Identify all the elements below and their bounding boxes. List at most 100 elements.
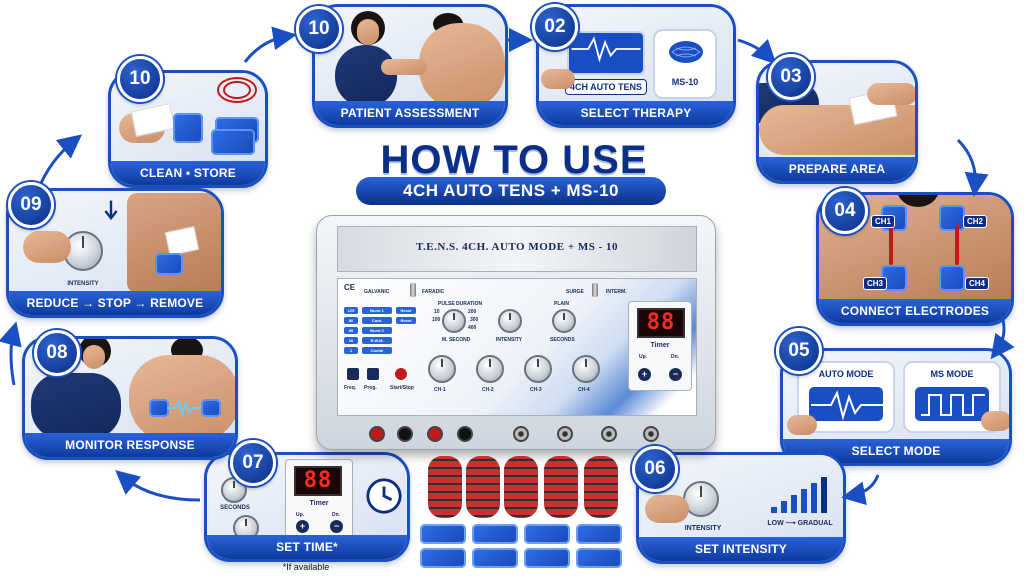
start-stop-button[interactable] (394, 367, 408, 381)
clock-icon (366, 478, 402, 514)
arrow-down-icon (104, 200, 118, 221)
program-freq-2[interactable]: 80 (344, 317, 358, 324)
step-card-set-time: SECONDS 88 Timer Up. Dn. + − SET TIME* (204, 452, 410, 562)
galvanic-label: GALVANIC (364, 289, 390, 295)
output-jack-ch3[interactable] (601, 426, 617, 442)
prog-button[interactable] (366, 367, 380, 381)
device-down-button[interactable]: − (669, 368, 682, 381)
program-mode-5[interactable]: Combi (362, 347, 392, 354)
lead-wire-2 (466, 456, 500, 518)
program-mode-1[interactable]: Burst 1 (362, 307, 392, 314)
arrow-05-to-06 (841, 474, 880, 506)
program-mode-2[interactable]: Cont. (362, 317, 392, 324)
ch4-knob[interactable] (572, 355, 600, 383)
device-dn-label: Dn. (671, 354, 680, 360)
set-time-down-button[interactable]: − (330, 520, 343, 533)
seconds-knob-main[interactable] (552, 309, 576, 333)
channel-tag-ch1: CH1 (871, 215, 896, 228)
step-photo-patient-assessment (315, 7, 505, 109)
start-stop-label: Start/Stop (390, 385, 414, 391)
electrode-pad (472, 524, 518, 544)
step-label-reduce-stop-remove: REDUCE → STOP → REMOVE (9, 291, 221, 315)
program-mode-4[interactable]: R.W.M. (362, 337, 392, 344)
set-time-up-button[interactable]: + (296, 520, 309, 533)
mode-option-auto[interactable]: AUTO MODE (797, 361, 895, 433)
ce-mark: CE (344, 283, 356, 292)
program-mode-3[interactable]: Burst 2 (362, 327, 392, 334)
step-photo-set-time: SECONDS 88 Timer Up. Dn. + − (207, 455, 407, 541)
intensity-knob[interactable] (683, 481, 719, 517)
step-number-clean-store: 10 (117, 56, 163, 102)
step-photo-reduce-stop-remove: INTENSITY (9, 191, 221, 293)
step-label-connect-electrodes: CONNECT ELECTRODES (819, 299, 1011, 323)
therapy-option-ms10-label: MS-10 (671, 77, 699, 87)
reduce-knob-label: INTENSITY (67, 281, 99, 287)
step-card-set-intensity: INTENSITY LOW ⟶ GRADUAL SET INTENSITY (636, 452, 846, 564)
pulse-duration-knob[interactable] (442, 309, 466, 333)
level-bars-icon (771, 477, 827, 513)
pd-scale-4: 300 (470, 317, 479, 323)
channel-tag-ch3: CH3 (863, 277, 888, 290)
plain-label: PLAIN (554, 301, 569, 307)
program-freq-4[interactable]: 10 (344, 337, 358, 344)
ch2-knob[interactable] (476, 355, 504, 383)
step-number-select-therapy: 02 (532, 4, 578, 50)
intensity-knob-label: INTENSITY (684, 525, 722, 532)
device-up-button[interactable]: + (638, 368, 651, 381)
pd-scale-1: 10 (434, 309, 440, 315)
step-number-monitor-response: 08 (34, 330, 80, 376)
therapy-option-tens-label[interactable]: 4CH AUTO TENS (565, 79, 647, 95)
surge-label: SURGE (566, 289, 584, 295)
step-label-select-therapy: SELECT THERAPY (539, 101, 733, 125)
step-card-patient-assessment: PATIENT ASSESSMENT (312, 4, 508, 128)
intensity-main-label: INTENSITY (496, 337, 523, 343)
mode-option-ms[interactable]: MS MODE (903, 361, 1001, 433)
output-jack-ch2[interactable] (557, 426, 573, 442)
output-jack-ch4[interactable] (643, 426, 659, 442)
electrode-pad (420, 524, 466, 544)
device-title: T.E.N.S. 4CH. AUTO MODE + MS - 10 (415, 241, 619, 253)
tens-device: T.E.N.S. 4CH. AUTO MODE + MS - 10 CE GAL… (316, 215, 716, 450)
output-jack-red-1[interactable] (369, 426, 385, 442)
set-time-timer-label: Timer (309, 500, 329, 507)
electrode-pad (472, 548, 518, 568)
program-reset-1[interactable]: Reset (396, 307, 416, 314)
arrow-07-to-08 (115, 470, 201, 502)
channel-tag-ch4: CH4 (965, 277, 990, 290)
output-jack-black-2[interactable] (457, 426, 473, 442)
step-label-clean-store: CLEAN • STORE (111, 161, 265, 185)
program-freq-1[interactable]: 125 (344, 307, 358, 314)
faradic-label: FARADIC (422, 289, 445, 295)
intensity-knob-main[interactable] (498, 309, 522, 333)
ch3-knob[interactable] (524, 355, 552, 383)
program-freq-3[interactable]: 50 (344, 327, 358, 334)
program-grid: 125 Burst 1 Reset 80 Cont. Reset 50 Burs… (344, 307, 418, 393)
waveform-icon (571, 36, 641, 63)
output-jack-black-1[interactable] (397, 426, 413, 442)
step-card-select-therapy: 4CH AUTO TENS MS-10 SELECT THERAPY (536, 4, 736, 128)
program-reset-2[interactable]: Reset (396, 317, 416, 324)
ch1-label: CH-1 (434, 387, 446, 393)
arrow-10-to-10b (243, 26, 297, 63)
seconds-main-label: SECONDS (550, 337, 575, 343)
arrow-08-to-09 (0, 321, 22, 386)
lead-wire-4 (544, 456, 578, 518)
step-label-set-intensity: SET INTENSITY (639, 537, 843, 561)
muscle-icon (669, 41, 703, 63)
square-wave-icon (921, 394, 985, 416)
device-control-panel: CE GALVANIC FARADIC SURGE INTERM. 125 Bu… (337, 278, 697, 416)
set-time-up-label: Up. (296, 512, 305, 518)
therapy-option-ms10-box[interactable]: MS-10 (653, 29, 717, 99)
ch1-knob[interactable] (428, 355, 456, 383)
pulse-wave-icon (167, 399, 201, 417)
set-time-dn-label: Dn. (332, 512, 341, 518)
output-jack-red-2[interactable] (427, 426, 443, 442)
step-number-set-intensity: 06 (632, 446, 678, 492)
freq-button[interactable] (346, 367, 360, 381)
lead-wire-1 (428, 456, 462, 518)
step-photo-set-intensity: INTENSITY LOW ⟶ GRADUAL (639, 455, 843, 537)
surge-interm-toggle[interactable] (592, 283, 598, 297)
program-freq-5[interactable]: 1 (344, 347, 358, 354)
output-jack-ch1[interactable] (513, 426, 529, 442)
galvanic-faradic-toggle[interactable] (410, 283, 416, 297)
